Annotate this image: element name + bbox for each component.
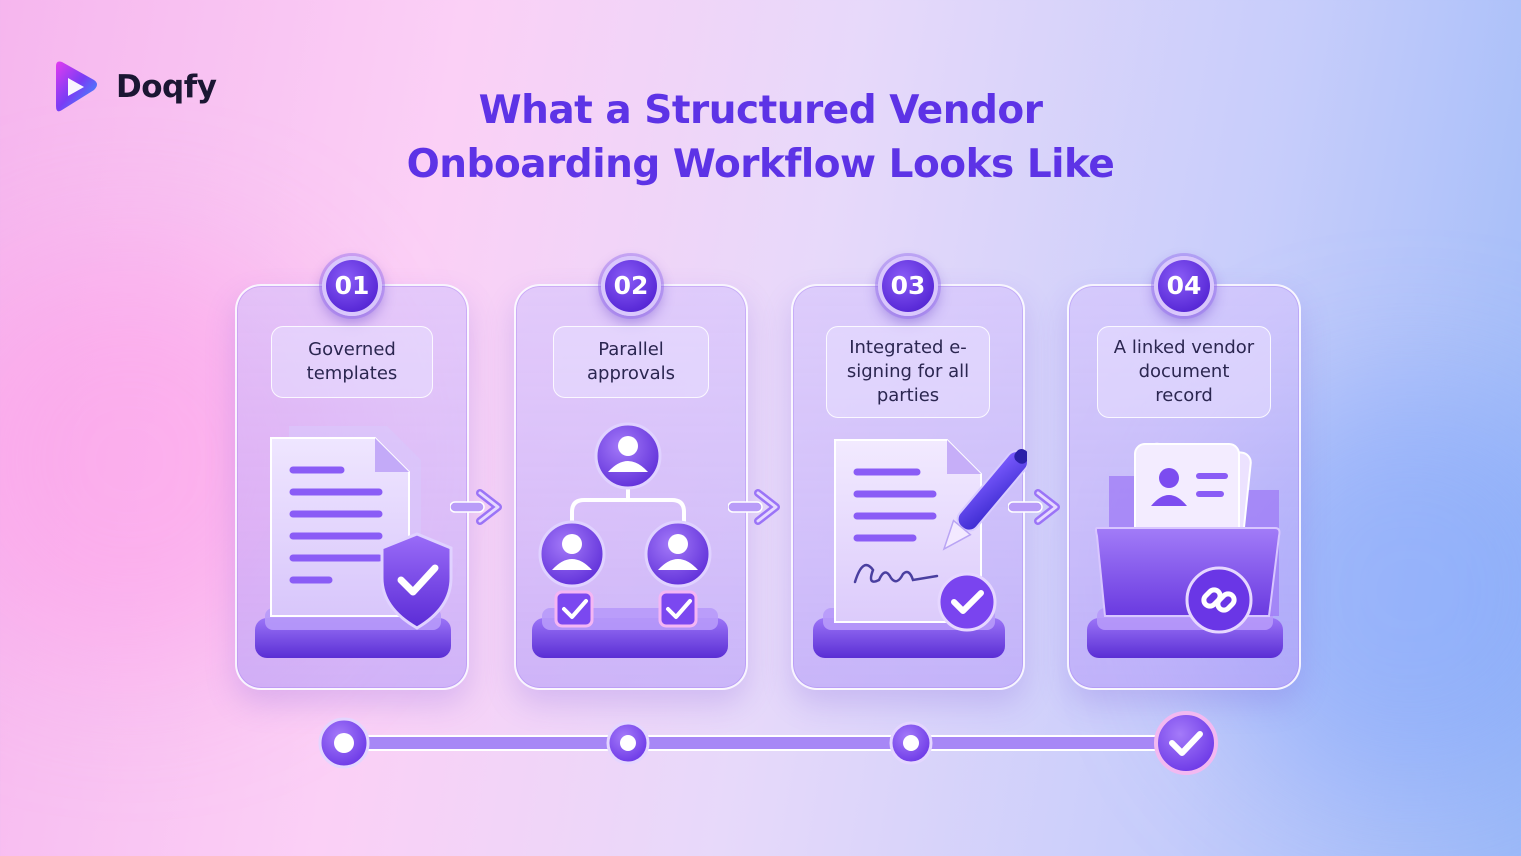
step-number-badge: 04: [1154, 256, 1214, 316]
step-number-badge: 01: [322, 256, 382, 316]
timeline-node-1: [318, 717, 370, 769]
step-number-badge: 03: [878, 256, 938, 316]
step-label: Governed templates: [271, 326, 433, 398]
step-card-1: 01 Governed templates: [235, 256, 469, 690]
step-card-3: 03 Integrated e-signing for all parties: [791, 256, 1027, 690]
linked-folder-icon: [1087, 442, 1283, 658]
step-card-2: 02 Parallel approvals: [514, 256, 748, 690]
step-label: Integrated e-signing for all parties: [826, 326, 990, 418]
title-line-1: What a Structured Vendor: [478, 88, 1043, 133]
page-title: What a Structured Vendor Onboarding Work…: [0, 84, 1521, 192]
connector-arrow-icon: [728, 489, 780, 525]
title-line-2: Onboarding Workflow Looks Like: [406, 142, 1115, 187]
shield-check-document-icon: [255, 426, 453, 658]
timeline-check-icon: [1154, 711, 1218, 775]
step-label: A linked vendor document record: [1097, 326, 1271, 418]
step-number-badge: 02: [601, 256, 661, 316]
e-signature-pen-icon: [813, 439, 1027, 658]
timeline-node-2: [606, 721, 650, 765]
step-card-4: 04 A linked vendor document record: [1067, 256, 1301, 690]
connector-arrow-icon: [450, 489, 502, 525]
brand-name: Doqfy: [116, 69, 217, 105]
brand-logo: Doqfy: [52, 60, 217, 114]
approval-tree-icon: [532, 422, 728, 658]
connector-arrow-icon: [1008, 489, 1060, 525]
timeline-node-3: [889, 721, 933, 765]
timeline-track: [343, 735, 1187, 751]
step-label: Parallel approvals: [553, 326, 709, 398]
doqfy-play-logo-icon: [56, 61, 97, 112]
